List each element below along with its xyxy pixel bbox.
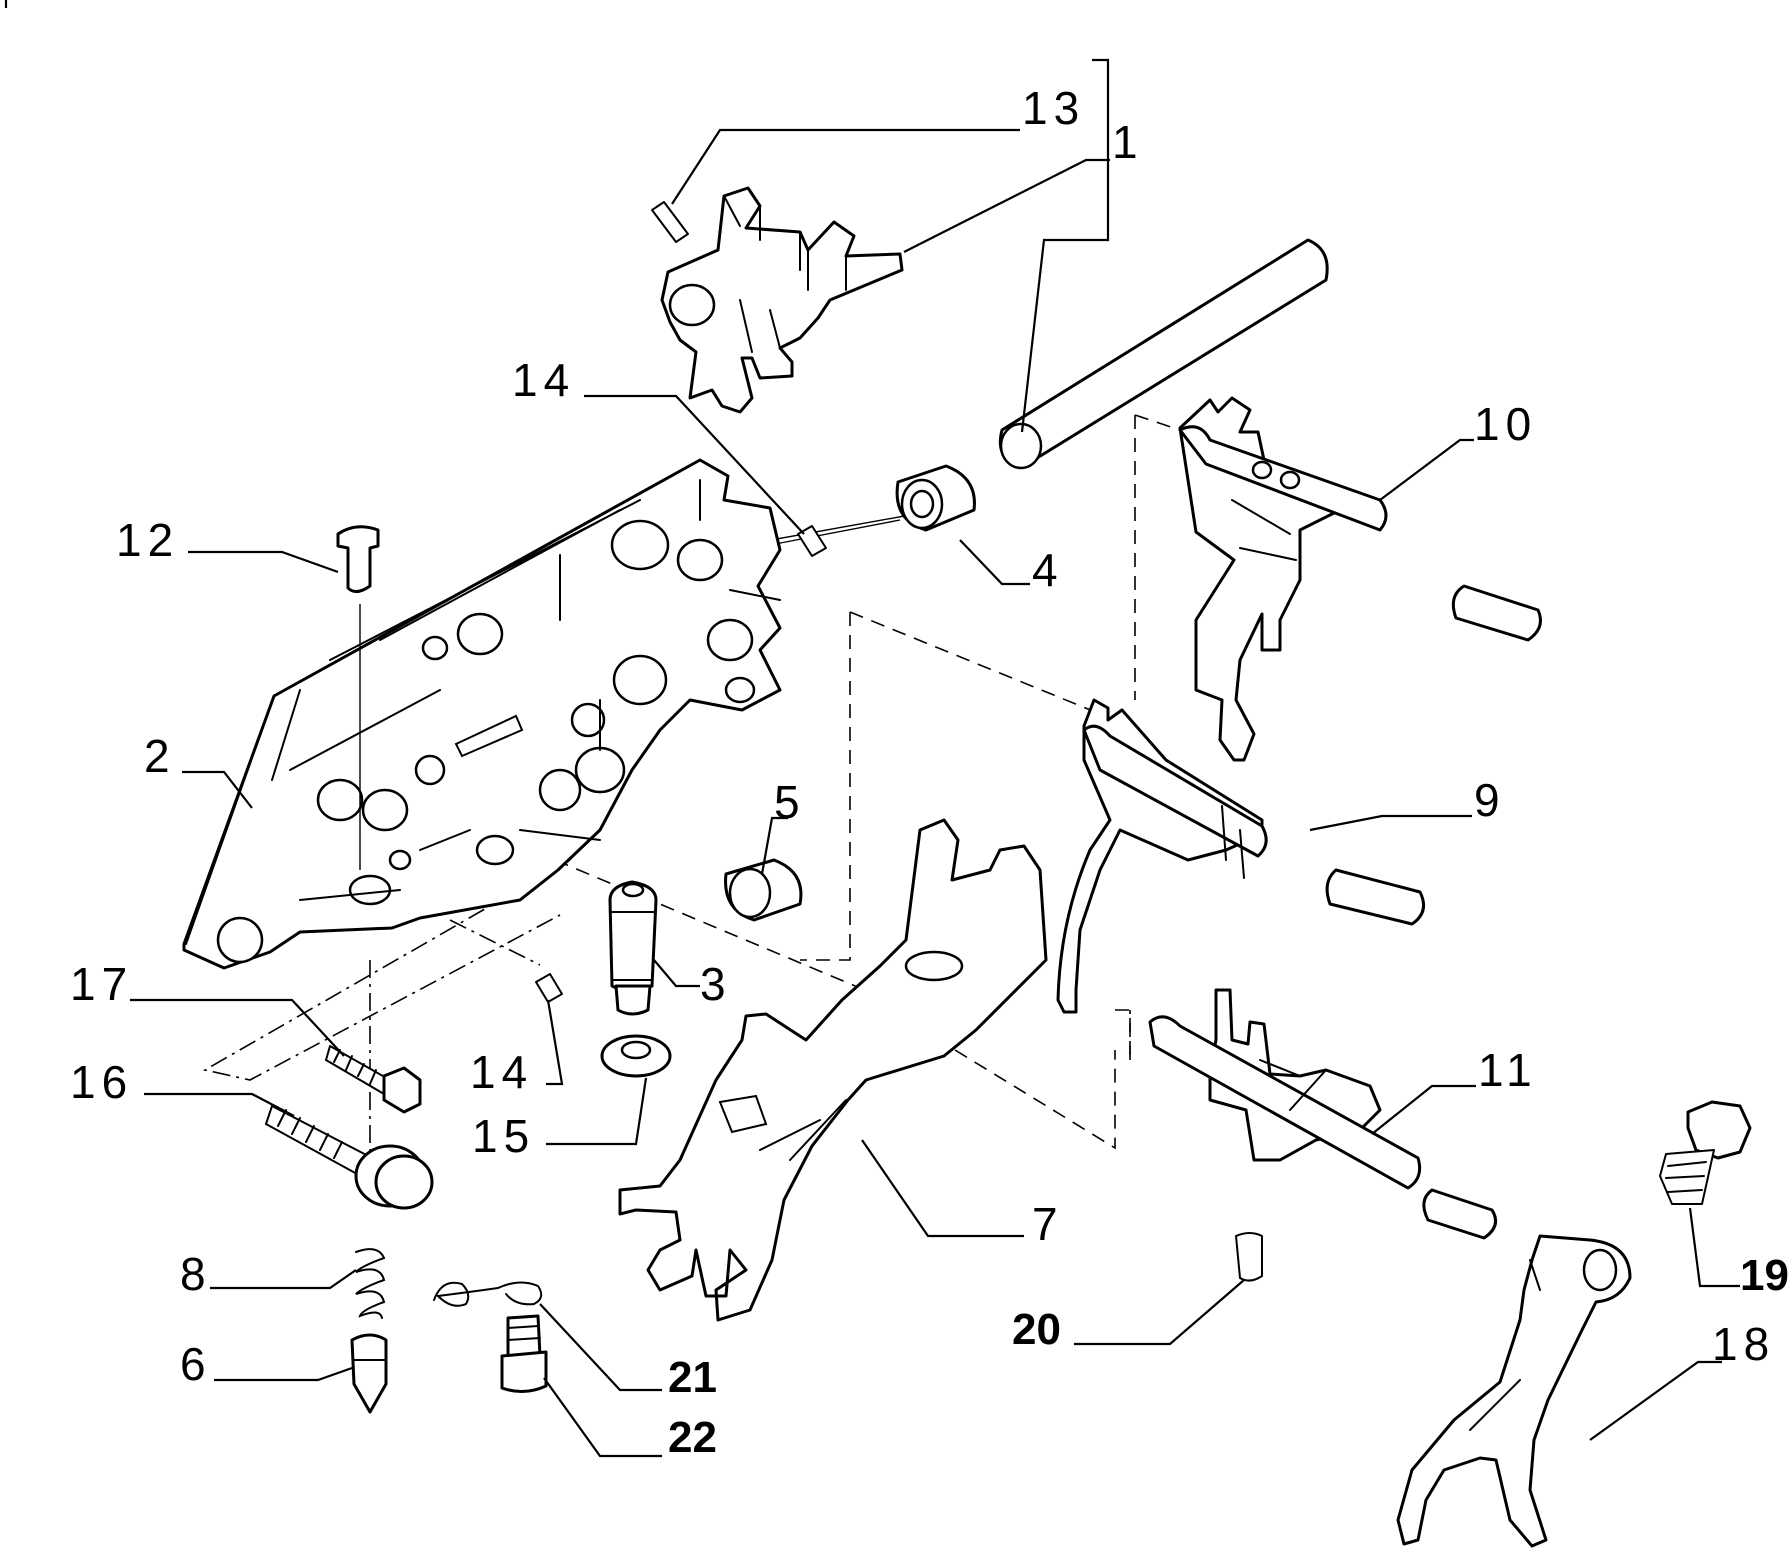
part-15-lock-washer [600, 1034, 672, 1078]
part-1-selector-lever [660, 186, 904, 414]
part-21-clip-spring [433, 1281, 543, 1307]
part-20-roll-pin [1235, 1232, 1263, 1282]
part-1-long-shaft [998, 238, 1329, 470]
callout-14-upper: 14 [512, 354, 575, 406]
callout-11: 11 [1478, 1044, 1538, 1096]
part-6-detent-cone [350, 1333, 388, 1414]
callout-15: 15 [472, 1110, 535, 1162]
callout-17: 17 [70, 958, 133, 1010]
callout-18: 18 [1712, 1318, 1775, 1370]
part-5-bushing [724, 858, 803, 922]
callouts: 13 1 14 10 12 4 2 9 5 3 17 14 [70, 58, 1789, 1462]
part-13-pin [651, 201, 689, 243]
part-14-roll-pin-lower [535, 973, 563, 1003]
part-2-housing [182, 458, 782, 970]
callout-19: 19 [1740, 1251, 1789, 1300]
part-10-shift-fork [1178, 396, 1542, 762]
part-8-spring [355, 1248, 386, 1319]
part-3-plunger [608, 880, 658, 1016]
callout-9: 9 [1474, 774, 1506, 826]
callout-5: 5 [774, 776, 806, 828]
part-19-bolt [1659, 1100, 1752, 1205]
callout-21: 21 [668, 1353, 717, 1402]
part-11-shift-fork [1148, 988, 1498, 1240]
part-14-roll-pin-upper [797, 525, 827, 557]
callout-1: 1 [1112, 116, 1144, 168]
callout-13: 13 [1022, 82, 1085, 134]
callout-2: 2 [144, 730, 176, 782]
callout-8: 8 [180, 1248, 212, 1300]
callout-6: 6 [180, 1338, 212, 1390]
part-17-bolt [325, 1045, 422, 1114]
part-12-cap [336, 525, 380, 870]
part-7-selector-fork [618, 818, 1048, 1322]
callout-4: 4 [1032, 544, 1064, 596]
callout-22: 22 [668, 1413, 717, 1462]
part-22-sleeve [500, 1314, 548, 1393]
callout-10: 10 [1474, 398, 1537, 450]
part-4-bushing [895, 464, 976, 532]
callout-16: 16 [70, 1056, 133, 1108]
callout-12: 12 [116, 514, 179, 566]
callout-20: 20 [1012, 1305, 1061, 1354]
part-9-shift-fork [1056, 698, 1426, 1014]
callout-7: 7 [1032, 1198, 1064, 1250]
part-18-shift-fork [1396, 1234, 1632, 1548]
callout-3: 3 [700, 958, 732, 1010]
part-16-bolt [265, 1105, 434, 1210]
callout-14-lower: 14 [470, 1046, 533, 1098]
